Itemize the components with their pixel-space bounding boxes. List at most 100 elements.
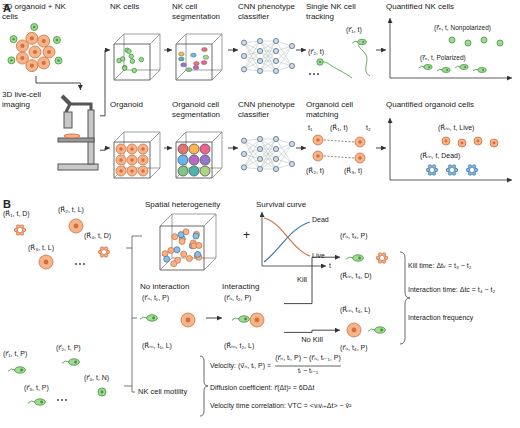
dead-cell-fragment xyxy=(100,247,103,250)
cell-nucleus xyxy=(30,36,34,40)
flow-arrow xyxy=(100,148,110,150)
network-neuron xyxy=(273,48,278,53)
network-neuron xyxy=(257,38,262,43)
network-neuron xyxy=(257,166,262,171)
nk-cell xyxy=(122,66,126,70)
dead-cell-fragment xyxy=(20,225,23,228)
nk-cell xyxy=(122,65,126,69)
network-neuron xyxy=(273,68,278,73)
flow-arrow xyxy=(164,50,172,51)
organoid-cell xyxy=(458,139,466,147)
stage-box: No interaction(r⃗ₙ, t₁, P)(R⃗ₘ, t₁, L) xyxy=(140,282,206,354)
ellipsis-dot xyxy=(79,263,81,265)
annotation-text: t xyxy=(329,262,331,270)
coordinate-text: (R⃗ₘ, t₁, L) xyxy=(142,342,172,350)
network-neuron xyxy=(273,146,278,151)
network-neuron xyxy=(257,156,262,161)
dead-cell-fragment xyxy=(448,165,451,168)
nk-cell xyxy=(129,54,133,58)
annotation-text: (r⃗ₙ, t, Polarized) xyxy=(420,54,466,61)
organoid-cell xyxy=(138,166,148,176)
nk-cell xyxy=(130,59,134,63)
annotation-text: (R⃗₂, t) xyxy=(306,167,324,175)
dead-cell-fragment xyxy=(472,172,475,175)
cell-nucleus xyxy=(141,147,145,151)
nk-cell xyxy=(53,37,60,44)
coordinate-text: (r⃗ₙ, t₃, P) xyxy=(340,232,368,240)
organoid-cell xyxy=(69,219,83,233)
cell-nucleus xyxy=(47,50,51,54)
dead-cell-fragment xyxy=(446,168,449,171)
stage-box: CNN phenotype classifier xyxy=(238,2,296,82)
flow-arrow xyxy=(36,76,80,90)
live-cell xyxy=(171,261,177,267)
dead-cell-fragment xyxy=(382,253,385,256)
organoid-cell xyxy=(39,255,53,269)
flow-arrow xyxy=(206,318,222,319)
stage-heading: CNN phenotype classifier xyxy=(238,100,296,119)
segmented-organoid-cell xyxy=(178,155,188,165)
dead-cell-fragment xyxy=(454,168,457,171)
motility-brace xyxy=(200,356,208,416)
nk-cell xyxy=(442,68,450,73)
nk-cell-tail xyxy=(28,401,35,403)
microscope-pillar xyxy=(88,110,94,164)
stage-heading: Organoid xyxy=(110,100,164,110)
nk-cell xyxy=(55,57,62,64)
organoid-cell xyxy=(116,144,126,154)
segmented-nk-cell xyxy=(191,53,197,57)
live-cell xyxy=(179,238,185,244)
nk-cell-tail xyxy=(232,318,239,320)
ellipsis-dot xyxy=(317,73,319,75)
organoid-cell xyxy=(16,52,28,64)
volume-edge xyxy=(176,132,222,178)
organoid-cell xyxy=(38,35,50,47)
dead-cell-fragment xyxy=(472,165,475,168)
nk-cell xyxy=(424,65,432,70)
connectors xyxy=(36,50,386,332)
nk-cell-tail xyxy=(368,329,375,331)
cell-nucleus xyxy=(461,142,464,145)
segmented-organoid-cell xyxy=(189,144,199,154)
network-link xyxy=(260,41,276,71)
segmented-organoid-cell xyxy=(189,155,199,165)
segmented-nk-cell xyxy=(181,63,187,67)
dead-cell xyxy=(193,233,199,239)
nk-cell xyxy=(478,68,486,73)
network-link xyxy=(260,41,276,71)
network-neuron xyxy=(241,138,246,143)
cell-nucleus xyxy=(44,260,49,265)
cell-nucleus xyxy=(119,169,123,173)
edge-label: No Kill xyxy=(300,336,324,344)
plot-axis xyxy=(390,18,391,78)
cell-nucleus xyxy=(10,59,12,61)
network-neuron xyxy=(289,161,294,166)
network-neuron xyxy=(273,136,278,141)
dead-cell xyxy=(178,232,184,238)
stage-box: 3D live-cell imaging xyxy=(2,90,100,176)
plot-axis xyxy=(262,212,263,266)
stage-box: NK cells xyxy=(110,2,164,82)
annotation-text: + xyxy=(243,229,250,243)
dead-cell-fragment xyxy=(452,165,455,168)
dead-curve xyxy=(264,222,310,262)
nk-cell xyxy=(317,59,323,65)
stage-box: Spatial heterogeneity xyxy=(145,200,240,272)
segmented-nk-cell xyxy=(202,47,208,51)
fraction-bar xyxy=(275,366,341,367)
dead-cell-fragment xyxy=(14,228,17,231)
segmented-nk-cell xyxy=(186,68,192,72)
stage-heading: Single NK cell tracking xyxy=(306,2,376,21)
nk-cell xyxy=(8,57,15,64)
flow-arrow xyxy=(284,330,340,332)
stage-box: Quantified organoid cells xyxy=(386,100,516,180)
annotation-text: Dead xyxy=(312,216,329,224)
cell-nucleus xyxy=(119,158,123,162)
sample-dish xyxy=(64,134,80,138)
cell-nucleus xyxy=(244,318,247,321)
organoid-cell xyxy=(250,313,264,327)
panel-letter: A xyxy=(3,2,11,15)
coordinate-text: (r⃗ₙ, t₁, P) xyxy=(142,294,169,302)
coordinate-text: (r⃗ₙ, t₂, P) xyxy=(224,294,251,302)
coordinate-text: (R⃗ₘ, t₃, D) xyxy=(340,272,372,280)
